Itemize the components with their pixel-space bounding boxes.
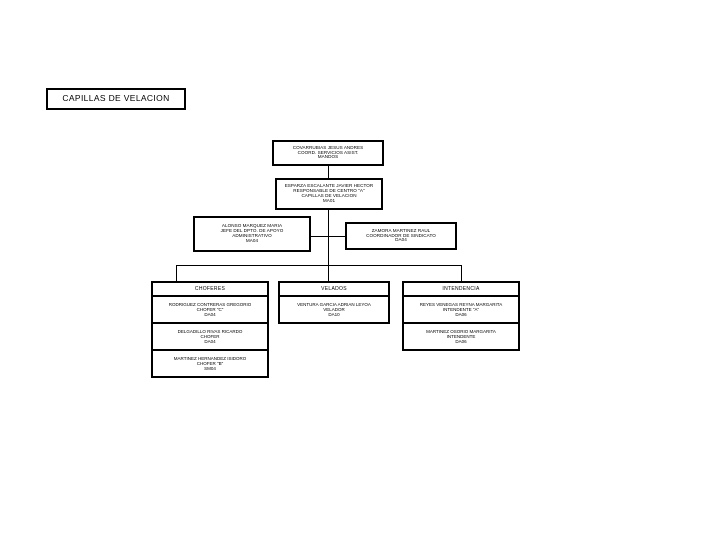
- node-director-line-2: COORD. SERVICIOS ASIST.: [297, 150, 359, 155]
- list-item: REYES VENEGAS REYNA MARGARITA INTENDENTE…: [402, 297, 520, 324]
- column-velados: VELADOS VENTURA GARCIA ADRIAN LEYOA VELA…: [278, 281, 390, 324]
- node-responsable-centro: ESPARZA ESCALANTE JAVIER HECTOR RESPONSA…: [275, 178, 383, 210]
- node-sindicato-line-2: COORDINADOR DE SINDICATO: [366, 233, 436, 238]
- node-admin-line-3: ADMINISTRATIVO: [232, 234, 272, 238]
- entry-grade: DA04: [204, 312, 216, 318]
- node-sindicato-line-1: ZAMORA MARTINEZ RAUL: [371, 228, 431, 233]
- node-admin-line-4: MA04: [245, 238, 259, 243]
- node-director-line-1: COVARRUBIAS JESUS ANDRES: [292, 145, 364, 150]
- chart-title-label: CAPILLAS DE VELACION: [62, 94, 170, 104]
- entry-position: CHOFER "B": [196, 360, 224, 366]
- list-item: MARTINEZ HERNANDEZ ISIDORO CHOFER "B" SM…: [151, 351, 269, 378]
- entry-name: RODRIGUEZ CONTRERAS GREGORIO: [168, 301, 252, 307]
- entry-name: REYES VENEGAS REYNA MARGARITA: [419, 301, 503, 307]
- node-apoyo-administrativo: ALONSO MARQUEZ MARIA JEFE DEL DPTO. DE A…: [193, 216, 311, 252]
- entry-position: INTENDENTE: [446, 333, 476, 339]
- column-header-intendencia: INTENDENCIA: [402, 281, 520, 297]
- entry-name: MARTINEZ OSORIO MARGARITA: [426, 328, 496, 334]
- entry-name: VENTURA GARCIA ADRIAN LEYOA: [297, 301, 371, 307]
- column-header-label: INTENDENCIA: [442, 286, 480, 292]
- entry-position: CHOFER "C": [196, 306, 224, 312]
- node-director-line-3: MANDOS: [317, 155, 339, 160]
- column-header-label: VELADOS: [321, 286, 347, 292]
- connector-distribution-bus: [176, 265, 462, 266]
- chart-title-box: CAPILLAS DE VELACION: [46, 88, 186, 110]
- entry-name: DELGADILLO RIVAS RICARDO: [177, 328, 243, 334]
- entry-grade: DA10: [328, 312, 340, 318]
- column-header-velados: VELADOS: [278, 281, 390, 297]
- list-item: MARTINEZ OSORIO MARGARITA INTENDENTE DA0…: [402, 324, 520, 351]
- column-header-label: CHOFERES: [194, 286, 226, 292]
- entry-grade: SM04: [204, 366, 216, 372]
- connector-director-to-jefe: [328, 166, 329, 178]
- column-choferes: CHOFERES RODRIGUEZ CONTRERAS GREGORIO CH…: [151, 281, 269, 378]
- entry-position: INTENDENTE "A": [442, 306, 480, 312]
- entry-name: MARTINEZ HERNANDEZ ISIDORO: [173, 355, 247, 361]
- connector-jefe-to-bus: [328, 210, 329, 265]
- column-intendencia: INTENDENCIA REYES VENEGAS REYNA MARGARIT…: [402, 281, 520, 351]
- node-admin-line-2: JEFE DEL DPTO. DE APOYO: [220, 229, 284, 234]
- node-jefe-line-4: MA01: [322, 198, 336, 203]
- node-director: COVARRUBIAS JESUS ANDRES COORD. SERVICIO…: [272, 140, 384, 166]
- node-jefe-line-3: CAPILLAS DE VELACION: [301, 194, 357, 198]
- node-jefe-line-2: RESPONSABLE DE CENTRO "A": [293, 189, 365, 194]
- connector-drop-choferes: [176, 265, 177, 281]
- entry-grade: DA06: [455, 312, 467, 318]
- node-sindicato-line-3: DA04: [395, 238, 407, 243]
- list-item: RODRIGUEZ CONTRERAS GREGORIO CHOFER "C" …: [151, 297, 269, 324]
- node-admin-line-1: ALONSO MARQUEZ MARIA: [221, 224, 283, 229]
- entry-grade: DA04: [204, 339, 216, 345]
- connector-branch-sindicato: [328, 236, 345, 237]
- column-header-choferes: CHOFERES: [151, 281, 269, 297]
- list-item: VENTURA GARCIA ADRIAN LEYOA VELADOR DA10: [278, 297, 390, 324]
- list-item: DELGADILLO RIVAS RICARDO CHOFER DA04: [151, 324, 269, 351]
- node-jefe-line-1: ESPARZA ESCALANTE JAVIER HECTOR: [284, 184, 374, 189]
- connector-drop-intendencia: [461, 265, 462, 281]
- connector-branch-administrativo: [311, 236, 328, 237]
- entry-grade: DA06: [455, 339, 467, 345]
- entry-position: CHOFER: [200, 333, 220, 339]
- connector-drop-velados: [328, 265, 329, 281]
- node-coordinador-sindicato: ZAMORA MARTINEZ RAUL COORDINADOR DE SIND…: [345, 222, 457, 250]
- entry-position: VELADOR: [323, 306, 345, 312]
